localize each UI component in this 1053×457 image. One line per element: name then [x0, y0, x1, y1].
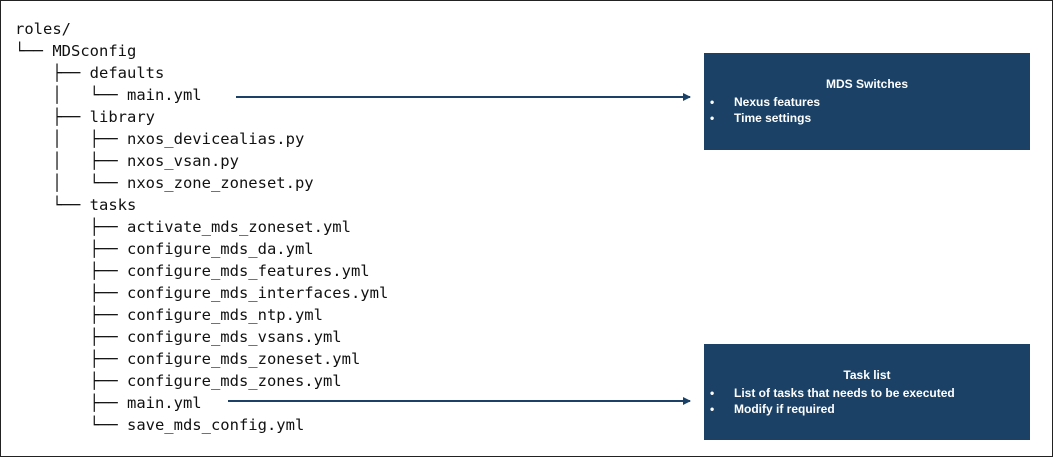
callout-mds-switches-title: MDS Switches	[825, 77, 909, 91]
tree-file-configure-mds-da: ├── configure_mds_da.yml	[15, 240, 314, 258]
callout-mds-switches-item: Time settings	[710, 110, 1030, 126]
tree-file-configure-mds-ntp: ├── configure_mds_ntp.yml	[15, 306, 323, 324]
tree-node-tasks: └── tasks	[15, 196, 137, 214]
tree-file-nxos-vsan: │ ├── nxos_vsan.py	[15, 152, 239, 170]
tree-file-configure-mds-features: ├── configure_mds_features.yml	[15, 262, 370, 280]
tree-root-roles: roles/	[15, 20, 71, 38]
tree-file-configure-mds-zoneset: ├── configure_mds_zoneset.yml	[15, 350, 361, 368]
tree-node-mdsconfig: └── MDSconfig	[15, 42, 137, 60]
tree-node-library: ├── library	[15, 108, 155, 126]
callout-mds-switches-list: Nexus features Time settings	[704, 94, 1030, 126]
tree-file-nxos-devicealias: │ ├── nxos_devicealias.py	[15, 130, 305, 148]
tree-file-configure-mds-vsans: ├── configure_mds_vsans.yml	[15, 328, 342, 346]
callout-mds-switches-item: Nexus features	[710, 94, 1030, 110]
tree-file-activate-mds-zoneset: ├── activate_mds_zoneset.yml	[15, 218, 351, 236]
tree-file-configure-mds-interfaces: ├── configure_mds_interfaces.yml	[15, 284, 389, 302]
tree-file-tasks-main: ├── main.yml	[15, 394, 202, 412]
tree-node-defaults: ├── defaults	[15, 64, 165, 82]
callout-task-list: Task list List of tasks that needs to be…	[704, 344, 1030, 440]
tree-file-nxos-zone-zoneset: │ └── nxos_zone_zoneset.py	[15, 174, 314, 192]
callout-task-list-list: List of tasks that needs to be executed …	[704, 385, 1030, 417]
callout-task-list-title: Task list	[843, 368, 891, 382]
callout-task-list-item: List of tasks that needs to be executed	[710, 385, 1030, 401]
tree-file-configure-mds-zones: ├── configure_mds_zones.yml	[15, 372, 342, 390]
tree-file-defaults-main: │ └── main.yml	[15, 86, 202, 104]
tree-file-save-mds-config: └── save_mds_config.yml	[15, 416, 305, 434]
callout-task-list-item: Modify if required	[710, 401, 1030, 417]
callout-mds-switches: MDS Switches Nexus features Time setting…	[704, 53, 1030, 150]
